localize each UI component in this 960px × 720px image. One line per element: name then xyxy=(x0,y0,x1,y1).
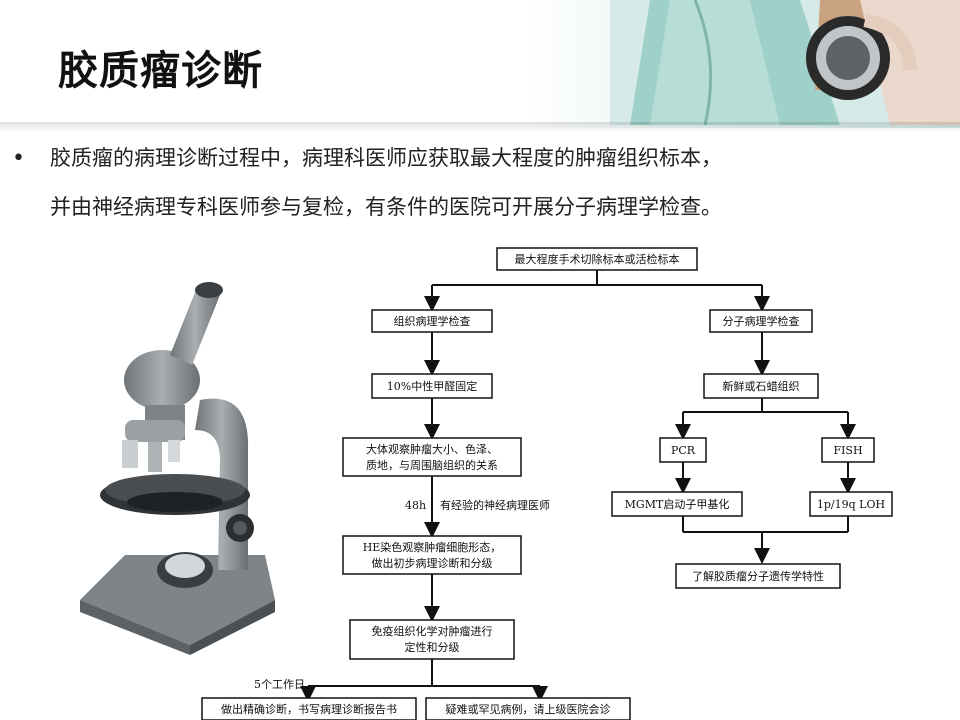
microscope-illustration xyxy=(80,282,275,655)
flow-text-gross-1: 大体观察肿瘤大小、色泽、 xyxy=(366,442,498,456)
flow-text-molecular: 分子病理学检查 xyxy=(723,314,800,328)
stethoscope-photo xyxy=(610,0,960,126)
flow-text-root: 最大程度手术切除标本或活检标本 xyxy=(515,252,680,266)
diagnosis-flowchart: 最大程度手术切除标本或活检标本 组织病理学检查 10%中性甲醛固定 大体观察肿瘤… xyxy=(201,247,893,720)
flow-text-pcr: PCR xyxy=(671,444,696,457)
flow-node-molecular-result xyxy=(675,563,841,589)
bullet-text-line-2: 并由神经病理专科医师参与复检，有条件的医院可开展分子病理学检查。 xyxy=(50,195,722,219)
flow-text-molecular-result: 了解胶质瘤分子遗传学特性 xyxy=(692,569,824,583)
flow-text-fish: FISH xyxy=(833,444,862,457)
flow-node-consult xyxy=(425,697,631,720)
flow-node-gross xyxy=(342,437,522,477)
flow-node-fish xyxy=(821,437,875,463)
flow-text-tissue: 新鲜或石蜡组织 xyxy=(723,379,800,393)
slide-title: 胶质瘤诊断 xyxy=(58,48,263,94)
bullet-text-line-1: 胶质瘤的病理诊断过程中，病理科医师应获取最大程度的肿瘤组织标本， xyxy=(50,146,722,170)
flow-node-root xyxy=(496,247,698,271)
flow-text-consult: 疑难或罕见病例，请上级医院会诊 xyxy=(446,702,611,716)
flow-label-pathologist: 有经验的神经病理医师 xyxy=(440,498,550,512)
flow-node-he xyxy=(342,535,522,575)
flow-text-fixation: 10%中性甲醛固定 xyxy=(387,379,477,393)
flow-text-mgmt: MGMT启动子甲基化 xyxy=(625,497,730,511)
flow-text-ihc-1: 免疫组织化学对肿瘤进行 xyxy=(372,624,493,638)
bullet-icon: • xyxy=(12,146,25,171)
flow-node-molecular xyxy=(709,309,813,333)
flow-text-ihc-2: 定性和分级 xyxy=(405,640,460,654)
flow-node-loh xyxy=(809,491,893,517)
header-shadow xyxy=(0,122,960,132)
flow-node-tissue xyxy=(703,373,819,399)
flow-node-pcr xyxy=(659,437,707,463)
flow-text-loh: 1p/19q LOH xyxy=(817,498,885,511)
flow-node-ihc xyxy=(349,619,515,660)
flow-node-histopath xyxy=(371,309,493,333)
flow-node-report xyxy=(201,697,417,720)
flow-label-5days: 5个工作日 xyxy=(254,678,305,691)
flow-label-48h: 48h xyxy=(405,499,426,512)
flow-text-gross-2: 质地，与周围脑组织的关系 xyxy=(366,458,498,472)
flow-text-he-2: 做出初步病理诊断和分级 xyxy=(372,556,493,570)
flow-text-histopath: 组织病理学检查 xyxy=(394,314,471,328)
flow-text-report: 做出精确诊断，书写病理诊断报告书 xyxy=(221,702,397,716)
flow-node-fixation xyxy=(371,373,493,399)
flow-node-mgmt xyxy=(611,491,743,517)
flow-text-he-1: HE染色观察肿瘤细胞形态， xyxy=(363,540,502,554)
